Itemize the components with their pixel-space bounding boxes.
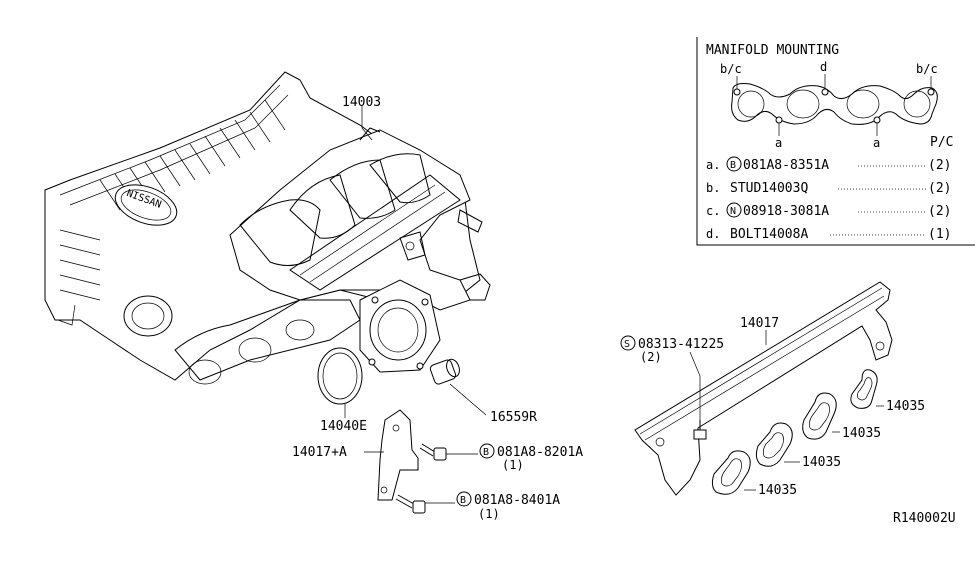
label-14035-a: 14035	[886, 399, 925, 414]
bracket-14017	[634, 281, 893, 496]
row-key: a.	[706, 158, 720, 172]
bolt-circle-icon	[726, 156, 742, 172]
row-qty: (1)	[928, 227, 951, 242]
inset-row-a: a. B 081A8-8351A (2)	[706, 156, 951, 173]
row-part-number: 08918-3081A	[743, 204, 829, 219]
stud-part-number: 08313-41225	[638, 337, 724, 352]
bolt-circle-letter: B	[460, 495, 466, 506]
row-qty: (2)	[928, 158, 951, 173]
row-part-number: STUD14003Q	[730, 181, 808, 196]
callout-stud-s1: S 08313-41225 (2)	[620, 335, 724, 377]
upper-intake-manifold	[229, 127, 491, 311]
bracket-14017a	[364, 409, 419, 501]
gasket-14035-2	[802, 392, 840, 440]
bolt-qty: (1)	[478, 507, 500, 521]
bolt-circle-icon	[456, 491, 472, 507]
row-circle-letter: B	[730, 160, 736, 171]
row-key: d.	[706, 227, 720, 241]
row-circle-letter: N	[730, 206, 736, 217]
bolt-circle-letter: B	[483, 447, 489, 458]
callout-bolt-b1: B 081A8-8201A (1)	[479, 443, 583, 472]
diagram-id: R140002U	[893, 511, 956, 526]
gasket-14035-4	[711, 450, 756, 495]
bolt-part-number: 081A8-8201A	[497, 445, 583, 460]
row-qty: (2)	[928, 181, 951, 196]
row-part-number: 081A8-8351A	[743, 158, 829, 173]
callout-bolt-b2: B 081A8-8401A (1)	[456, 491, 560, 521]
label-14040e: 14040E	[320, 419, 367, 434]
callout-bc-right: b/c	[916, 62, 938, 76]
nut-circle-icon	[726, 202, 742, 218]
gasket-14035-3	[755, 422, 800, 467]
inset-row-c: c. N 08918-3081A (2)	[706, 202, 951, 219]
stud-s1-graphic	[693, 376, 707, 440]
callout-a-left: a	[775, 136, 782, 150]
bolt-part-number: 081A8-8401A	[474, 493, 560, 508]
callout-a-right: a	[873, 136, 880, 150]
stud-circle-letter: S	[624, 339, 630, 350]
pc-header: P/C	[930, 135, 953, 150]
leader-lines	[361, 106, 373, 141]
label-14035-d: 14035	[758, 483, 797, 498]
inset-row-b: b. STUD14003Q (2)	[706, 181, 951, 196]
inset-row-d: d. BOLT14008A (1)	[706, 227, 951, 242]
stud-circle-icon	[620, 335, 636, 351]
row-part-number: BOLT14008A	[730, 227, 808, 242]
nissan-logo: NISSAN	[114, 184, 178, 226]
callout-d: d	[820, 60, 827, 74]
gasket-14035-1	[850, 369, 884, 409]
label-14017: 14017	[740, 316, 779, 331]
label-14035-b: 14035	[842, 426, 881, 441]
row-qty: (2)	[928, 204, 951, 219]
callout-bc-left: b/c	[720, 62, 742, 76]
inset-gasket-outline	[731, 74, 938, 136]
row-key: c.	[706, 204, 720, 218]
bolt-b2-graphic	[395, 494, 455, 514]
gasket-14040e	[317, 347, 363, 418]
bolt-b1-graphic	[419, 443, 478, 461]
bolt-qty: (1)	[502, 458, 524, 472]
label-14003: 14003	[342, 95, 381, 110]
throttle-body-flange	[359, 279, 441, 373]
label-14035-c: 14035	[802, 455, 841, 470]
stud-qty: (2)	[640, 350, 662, 364]
bolt-circle-icon	[479, 443, 495, 459]
inset-title: MANIFOLD MOUNTING	[706, 43, 839, 58]
manifold-mounting-inset: MANIFOLD MOUNTING b/c b/c d a a P/C a.	[696, 37, 975, 246]
label-16559r: 16559R	[490, 410, 537, 425]
label-14017a: 14017+A	[292, 445, 347, 460]
grommet-16559r	[429, 358, 487, 416]
row-key: b.	[706, 181, 720, 195]
lower-intake-manifold: NISSAN	[44, 71, 481, 385]
